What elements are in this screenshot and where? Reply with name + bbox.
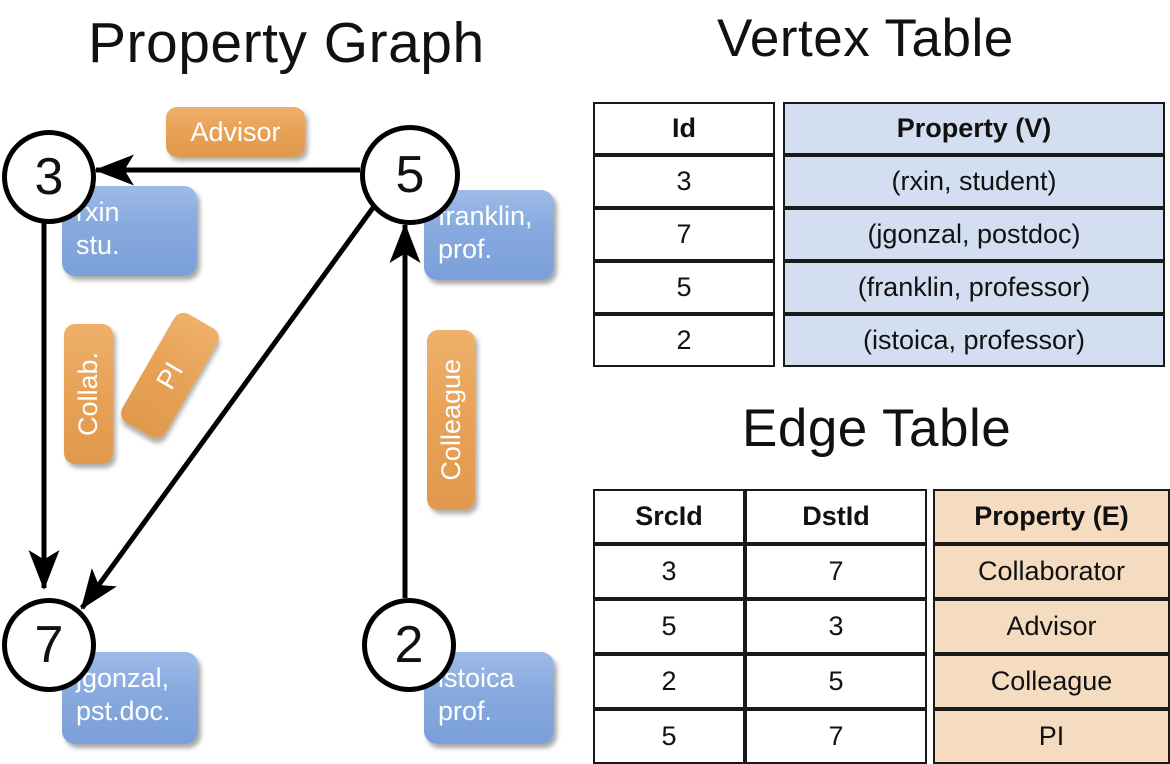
edge-label-colleague-text: Colleague	[435, 359, 466, 481]
edge-table-column-gap	[927, 654, 933, 709]
edge-cell-dstid: 5	[745, 654, 927, 709]
table-row: 3 7 Collaborator	[593, 544, 1170, 599]
edge-table-header-dstid: DstId	[745, 489, 927, 544]
vertex-cell-id: 7	[593, 208, 775, 261]
edge-label-collab: Collab.	[64, 324, 113, 464]
edge-cell-dstid: 7	[745, 709, 927, 764]
edge-cell-property: Colleague	[933, 654, 1170, 709]
edge-cell-property: Advisor	[933, 599, 1170, 654]
vertex-table-column-gap	[775, 261, 783, 314]
graph-node-3-label: 3	[34, 148, 64, 206]
vertex-property-box-5-line2: prof.	[438, 234, 493, 265]
table-row: 5 7 PI	[593, 709, 1170, 764]
table-row: 5 (franklin, professor)	[593, 261, 1165, 314]
edge-label-colleague: Colleague	[427, 330, 475, 510]
edge-cell-dstid: 3	[745, 599, 927, 654]
page-title-edge-table: Edge Table	[742, 399, 1012, 458]
vertex-table-header-row: Id Property (V)	[593, 102, 1165, 155]
graph-node-5-label: 5	[395, 146, 425, 204]
page-title-property-graph: Property Graph	[88, 11, 485, 75]
graph-node-7-label: 7	[34, 616, 64, 674]
vertex-table-column-gap	[775, 102, 783, 155]
edge-table-column-gap	[927, 599, 933, 654]
edge-cell-srcid: 5	[593, 709, 745, 764]
vertex-property-box-7-line2: pst.doc.	[76, 696, 171, 727]
graph-node-2: 2	[362, 598, 456, 692]
edge-label-advisor: Advisor	[166, 107, 305, 157]
table-row: 2 (istoica, professor)	[593, 314, 1165, 367]
edge-table-column-gap	[927, 544, 933, 599]
vertex-cell-property: (jgonzal, postdoc)	[783, 208, 1165, 261]
table-row: 7 (jgonzal, postdoc)	[593, 208, 1165, 261]
edge-cell-srcid: 3	[593, 544, 745, 599]
edge-table-column-gap	[927, 709, 933, 764]
edge-cell-srcid: 5	[593, 599, 745, 654]
table-row: 2 5 Colleague	[593, 654, 1170, 709]
vertex-table-header-id: Id	[593, 102, 775, 155]
edge-table: SrcId DstId Property (E) 3 7 Collaborato…	[593, 489, 1170, 764]
vertex-property-box-3-line2: stu.	[76, 230, 120, 261]
vertex-cell-property: (rxin, student)	[783, 155, 1165, 208]
vertex-cell-id: 5	[593, 261, 775, 314]
table-row: 3 (rxin, student)	[593, 155, 1165, 208]
vertex-property-box-2-line1: istoica	[438, 663, 515, 693]
vertex-table-column-gap	[775, 155, 783, 208]
vertex-property-box-5-line1: franklin,	[438, 201, 533, 231]
page-title-vertex-table: Vertex Table	[717, 9, 1014, 68]
table-row: 5 3 Advisor	[593, 599, 1170, 654]
vertex-cell-property: (istoica, professor)	[783, 314, 1165, 367]
edge-cell-srcid: 2	[593, 654, 745, 709]
edge-arrow-5-to-7	[79, 203, 378, 610]
vertex-table: Id Property (V) 3 (rxin, student) 7 (jgo…	[593, 102, 1165, 367]
vertex-table-header-property: Property (V)	[783, 102, 1165, 155]
vertex-property-box-7-line1: jgonzal,	[76, 663, 170, 693]
edge-cell-property: PI	[933, 709, 1170, 764]
vertex-table-column-gap	[775, 314, 783, 367]
edge-label-pi-text: PI	[150, 356, 189, 394]
edge-label-advisor-text: Advisor	[190, 116, 281, 147]
graph-node-7: 7	[2, 598, 96, 692]
vertex-cell-id: 2	[593, 314, 775, 367]
graph-edges	[28, 154, 421, 610]
graph-node-2-label: 2	[394, 616, 424, 674]
edge-label-collab-text: Collab.	[73, 351, 103, 437]
edge-table-header-srcid: SrcId	[593, 489, 745, 544]
vertex-property-box-2: istoica prof.	[424, 652, 554, 744]
edge-cell-property: Collaborator	[933, 544, 1170, 599]
graph-node-5: 5	[360, 125, 460, 225]
vertex-property-box-3-line1: rxin	[76, 197, 120, 227]
graph-node-3: 3	[2, 130, 96, 224]
edge-table-header-property: Property (E)	[933, 489, 1170, 544]
vertex-cell-id: 3	[593, 155, 775, 208]
edge-table-column-gap	[927, 489, 933, 544]
vertex-cell-property: (franklin, professor)	[783, 261, 1165, 314]
vertex-table-column-gap	[775, 208, 783, 261]
edge-cell-dstid: 7	[745, 544, 927, 599]
vertex-property-box-2-line2: prof.	[438, 696, 493, 727]
edge-table-header-row: SrcId DstId Property (E)	[593, 489, 1170, 544]
